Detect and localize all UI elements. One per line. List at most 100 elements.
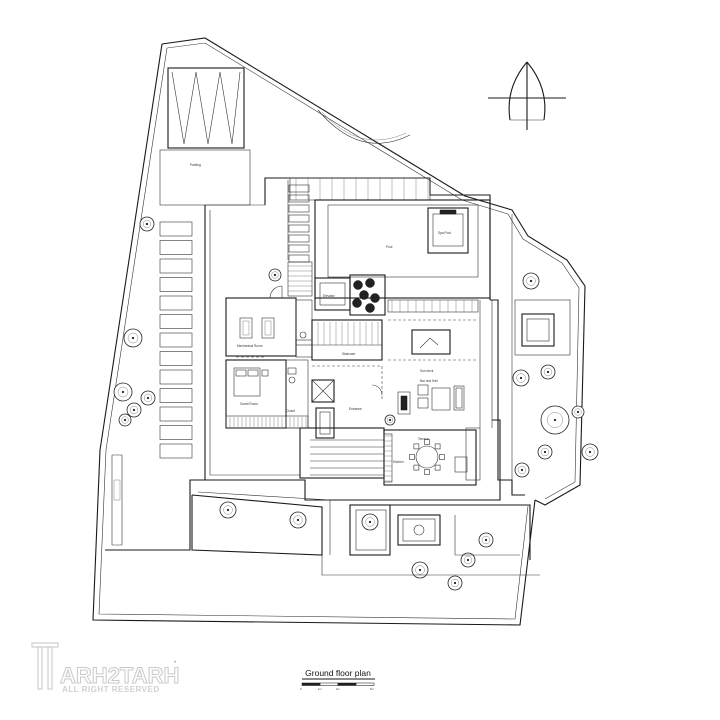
front-steps bbox=[299, 427, 385, 479]
side-slat bbox=[288, 214, 310, 223]
tree-icon bbox=[478, 532, 494, 548]
elevator-label: Elevator bbox=[323, 294, 336, 298]
tree-icon bbox=[460, 552, 476, 568]
tree-trunk bbox=[466, 558, 470, 562]
dining-chair bbox=[424, 439, 430, 445]
logo-registered-mark: ® bbox=[174, 660, 176, 664]
driveway-step bbox=[159, 221, 193, 237]
tree-inner bbox=[517, 465, 527, 475]
tree-inner bbox=[121, 416, 129, 424]
tree-inner bbox=[547, 412, 563, 428]
garden-arc bbox=[317, 109, 411, 144]
side-slat bbox=[288, 254, 310, 263]
driveway-step bbox=[159, 295, 193, 311]
staircase-top bbox=[287, 261, 313, 297]
tree-trunk bbox=[453, 581, 457, 585]
tree-inner bbox=[293, 515, 303, 525]
side-slat bbox=[288, 204, 310, 213]
tree-inner bbox=[516, 373, 526, 383]
entrance-label: Entrance bbox=[349, 407, 362, 411]
kitchen-area: Sun deck bbox=[387, 299, 479, 373]
parking-area: Parking bbox=[159, 67, 251, 206]
building-outline bbox=[204, 177, 501, 501]
tree-trunk bbox=[418, 568, 422, 572]
dining-chair bbox=[434, 443, 441, 450]
planter-shrub bbox=[365, 303, 375, 313]
driveway-step bbox=[159, 277, 193, 292]
tree-icon bbox=[571, 405, 585, 419]
driveway-step bbox=[159, 406, 193, 422]
terrace: Terrace Kitchen bbox=[383, 427, 481, 486]
tree-inner bbox=[271, 271, 279, 279]
tree-trunk bbox=[529, 279, 533, 283]
side-slat bbox=[288, 224, 310, 233]
tree-icon bbox=[118, 413, 132, 427]
tree-trunk bbox=[123, 418, 127, 422]
mechanical-room: Mechanical Room bbox=[225, 285, 297, 357]
tree-inner bbox=[127, 332, 139, 344]
parking-label: Parking bbox=[190, 163, 201, 167]
tree-icon bbox=[540, 364, 556, 380]
tree-inner bbox=[129, 405, 139, 415]
staircase: Staircase bbox=[311, 319, 383, 361]
guest-room-label: Guest Room bbox=[240, 402, 258, 406]
pergola-top bbox=[288, 177, 431, 263]
spa-pool-label: Spa Pool bbox=[438, 231, 451, 235]
tree-trunk bbox=[121, 390, 125, 394]
tree-inner bbox=[543, 367, 553, 377]
tree-trunk bbox=[576, 410, 580, 414]
planter-shrub bbox=[370, 293, 380, 303]
tree-icon bbox=[126, 402, 142, 418]
tree-trunk bbox=[296, 518, 300, 522]
plan-title: Ground floor plan bbox=[305, 668, 371, 678]
tree-icon bbox=[512, 369, 530, 387]
terrace-label: Terrace bbox=[418, 437, 429, 441]
planter-shrub bbox=[359, 290, 369, 300]
tree-icon bbox=[384, 414, 396, 426]
tree-icon bbox=[113, 382, 133, 402]
closet-wc: Closet bbox=[225, 359, 309, 429]
closet-label: Closet bbox=[286, 409, 295, 413]
tree-icon bbox=[219, 501, 237, 519]
elevator-block: Elevator bbox=[314, 274, 386, 316]
planter-shrub bbox=[365, 278, 375, 288]
sun-deck-label: Sun deck bbox=[420, 369, 434, 373]
tree-icon bbox=[581, 443, 599, 461]
tree-inner bbox=[450, 578, 460, 588]
tree-icon bbox=[140, 390, 156, 406]
dining-chair bbox=[413, 443, 420, 450]
living-area: Bar and Hall bbox=[388, 319, 478, 415]
tree-trunk bbox=[273, 273, 277, 277]
dining-chair bbox=[434, 464, 441, 471]
tree-trunk bbox=[546, 370, 550, 374]
tree-icon bbox=[537, 444, 553, 460]
column-logo-icon bbox=[31, 642, 59, 690]
side-slat bbox=[288, 194, 310, 203]
dining-chair bbox=[439, 454, 445, 460]
kitchenette-label: Kitchen bbox=[393, 460, 404, 464]
scale-bar: 0 1m 2m 5m bbox=[300, 682, 375, 691]
pool-label: Pool bbox=[386, 245, 393, 249]
guest-room: Guest Room bbox=[225, 356, 287, 429]
tree-trunk bbox=[484, 538, 488, 542]
driveway-step bbox=[159, 369, 193, 385]
planter-shrub bbox=[353, 280, 363, 290]
pool: Pool Spa Pool bbox=[314, 199, 491, 299]
tree-trunk bbox=[132, 408, 136, 412]
tree-trunk bbox=[131, 336, 135, 340]
tree-icon bbox=[411, 561, 429, 579]
tree-trunk bbox=[553, 418, 557, 422]
tree-inner bbox=[585, 447, 595, 457]
tree-inner bbox=[387, 417, 394, 424]
site-boundary bbox=[92, 37, 586, 626]
tree-icon bbox=[361, 513, 379, 531]
side-slat bbox=[288, 184, 310, 193]
tree-trunk bbox=[146, 396, 150, 400]
north-arrow-icon bbox=[488, 61, 566, 130]
tree-inner bbox=[526, 276, 536, 286]
front-steps-outline bbox=[299, 427, 385, 479]
driveway-step bbox=[159, 258, 193, 274]
tree-inner bbox=[574, 408, 582, 416]
scale-label-2: 2m bbox=[336, 687, 340, 691]
tree-icon bbox=[514, 462, 530, 478]
